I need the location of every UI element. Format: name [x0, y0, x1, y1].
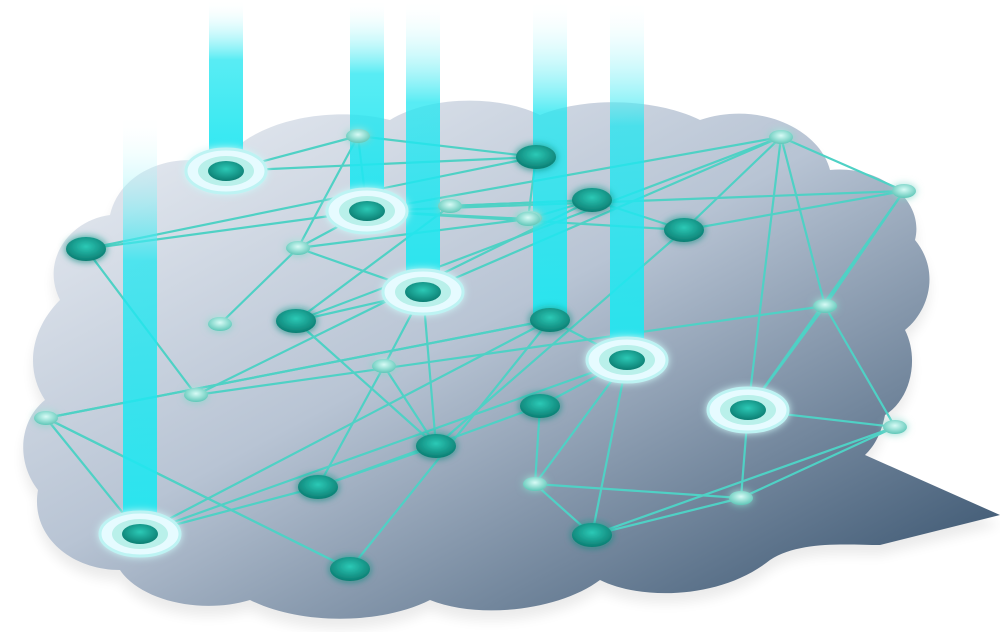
node-n18 [813, 299, 837, 313]
beam-n13 [406, 0, 440, 292]
edge-n20-n21 [739, 425, 897, 500]
beam-n29 [123, 114, 157, 534]
hub-core [730, 400, 766, 420]
node-dot [892, 184, 916, 198]
node-dot [520, 394, 560, 418]
beam-n3 [350, 0, 384, 211]
node-n27 [298, 475, 338, 499]
node-dot [346, 129, 370, 143]
node-n1 [184, 147, 268, 195]
node-dot [516, 212, 540, 226]
node-dot [438, 199, 462, 213]
node-n13 [381, 268, 465, 316]
edge-n21-n22 [590, 496, 743, 537]
edge-n16-n18 [779, 135, 827, 308]
hub-core [122, 524, 158, 544]
edge-n12-n11 [448, 198, 594, 208]
node-n30 [530, 308, 570, 332]
edge-n14-n24 [294, 319, 438, 448]
node-dot [530, 308, 570, 332]
node-n10 [184, 388, 208, 402]
node-dot [729, 491, 753, 505]
edge-n7-n9 [84, 155, 538, 251]
network-nodes [34, 129, 916, 581]
node-n9 [66, 237, 106, 261]
edge-n25-n26 [533, 404, 542, 486]
edge-n20-n22 [590, 425, 897, 537]
node-n22 [572, 523, 612, 547]
hub-core [609, 350, 645, 370]
edge-n15-n17 [682, 189, 906, 232]
node-dot [298, 475, 338, 499]
hub-core [405, 282, 441, 302]
edge-n16-n17 [779, 135, 906, 193]
edge-n13-n24 [421, 290, 438, 448]
node-dot [34, 411, 58, 425]
node-dot [276, 309, 316, 333]
edge-n13-n16 [421, 135, 783, 294]
node-n15 [664, 218, 704, 242]
speech-bubble-cloud [23, 100, 1000, 629]
node-dot [883, 420, 907, 434]
network-edges [44, 134, 906, 571]
node-dot [572, 523, 612, 547]
edge-n15-n16 [682, 135, 783, 232]
node-n2 [346, 129, 370, 143]
node-n31 [34, 411, 58, 425]
node-n33 [330, 557, 370, 581]
node-n16 [769, 130, 793, 144]
node-dot [184, 388, 208, 402]
beam-n28 [610, 0, 644, 360]
node-dot [330, 557, 370, 581]
node-n14 [276, 309, 316, 333]
node-n8 [516, 212, 540, 226]
node-n24 [416, 434, 456, 458]
edge-n2-n7 [356, 134, 538, 159]
node-dot [769, 130, 793, 144]
node-n28 [585, 336, 669, 384]
edge-n21-n25 [533, 482, 743, 500]
node-n19 [706, 386, 790, 434]
node-n25 [523, 477, 547, 491]
node-n20 [883, 420, 907, 434]
node-n5 [286, 241, 310, 255]
node-dot [66, 237, 106, 261]
edge-n18-n20 [823, 304, 897, 429]
edge-n23-n24 [382, 364, 438, 448]
node-n6 [208, 317, 232, 331]
edge-n5-n6 [218, 246, 300, 326]
node-dot [664, 218, 704, 242]
node-n7 [516, 145, 556, 169]
node-dot [523, 477, 547, 491]
node-dot [813, 299, 837, 313]
node-dot [516, 145, 556, 169]
edge-n10-n18 [194, 304, 827, 397]
hub-core [208, 161, 244, 181]
edge-n2-n5 [296, 134, 360, 250]
node-n12 [438, 199, 462, 213]
node-n26 [520, 394, 560, 418]
node-n11 [572, 188, 612, 212]
node-dot [572, 188, 612, 212]
node-dot [208, 317, 232, 331]
node-dot [372, 359, 396, 373]
node-n23 [372, 359, 396, 373]
edge-n22-n28 [590, 358, 629, 537]
hub-core [349, 201, 385, 221]
node-n21 [729, 491, 753, 505]
node-n3 [325, 187, 409, 235]
beam-n1 [209, 0, 243, 171]
light-beams [123, 0, 644, 534]
edge-n16-n19 [746, 135, 783, 412]
node-dot [286, 241, 310, 255]
node-n29 [98, 510, 182, 558]
edge-n32-n33 [44, 416, 352, 571]
node-dot [416, 434, 456, 458]
node-n17 [892, 184, 916, 198]
